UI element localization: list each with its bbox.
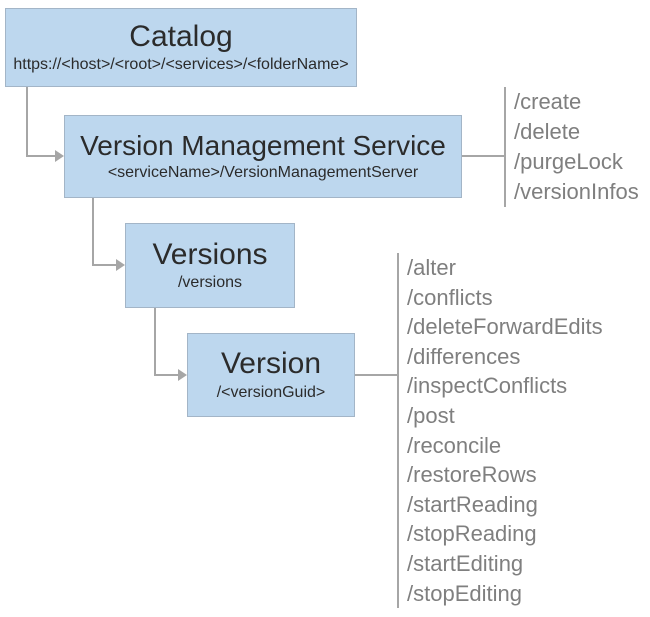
ops-item: /startReading — [407, 491, 538, 517]
arrow-right-icon — [116, 259, 125, 271]
ops-item: /startEditing — [407, 550, 524, 576]
catalog-title: Catalog — [129, 19, 233, 53]
catalog-subtitle: https://<host>/<root>/<services>/<folder… — [13, 56, 349, 74]
connector-version-ops — [355, 374, 397, 376]
ops-item: /conflicts — [407, 284, 493, 310]
version-ops-list: /alter /conflicts /deleteForwardEdits /d… — [397, 253, 603, 609]
ops-item: /purgeLock — [514, 149, 623, 174]
arrow-right-icon — [178, 369, 187, 381]
version-node: Version /<versionGuid> — [187, 333, 355, 417]
ops-item: /stopEditing — [407, 580, 522, 606]
catalog-node: Catalog https://<host>/<root>/<services>… — [5, 8, 357, 87]
ops-item: /differences — [407, 343, 521, 369]
vms-title: Version Management Service — [80, 129, 446, 161]
vms-ops-list: /create /delete /purgeLock /versionInfos — [504, 87, 639, 207]
ops-item: /post — [407, 402, 455, 428]
arrow-right-icon — [55, 150, 64, 162]
version-management-service-node: Version Management Service <serviceName>… — [64, 115, 462, 198]
connector-vms-ops — [462, 155, 504, 157]
connector-vms-versions-horizontal — [92, 264, 118, 266]
vms-subtitle: <serviceName>/VersionManagementServer — [107, 164, 419, 181]
ops-item: /versionInfos — [514, 179, 639, 204]
ops-item: /create — [514, 89, 582, 114]
version-title: Version — [220, 347, 322, 381]
connector-versions-version-vertical — [154, 308, 156, 376]
ops-item: /reconcile — [407, 432, 502, 458]
versions-subtitle: /versions — [177, 274, 243, 292]
ops-item: /restoreRows — [407, 462, 537, 488]
connector-catalog-vms-horizontal — [26, 155, 56, 157]
connector-vms-versions-vertical — [92, 198, 94, 266]
ops-item: /stopReading — [407, 521, 537, 547]
versions-title: Versions — [152, 237, 268, 271]
ops-item: /inspectConflicts — [407, 373, 568, 399]
connector-catalog-vms-vertical — [26, 87, 28, 156]
version-subtitle: /<versionGuid> — [216, 383, 326, 401]
ops-item: /deleteForwardEdits — [407, 314, 603, 340]
ops-item: /alter — [407, 255, 456, 280]
connector-versions-version-horizontal — [154, 374, 179, 376]
versions-node: Versions /versions — [125, 223, 295, 308]
ops-item: /delete — [514, 119, 581, 144]
